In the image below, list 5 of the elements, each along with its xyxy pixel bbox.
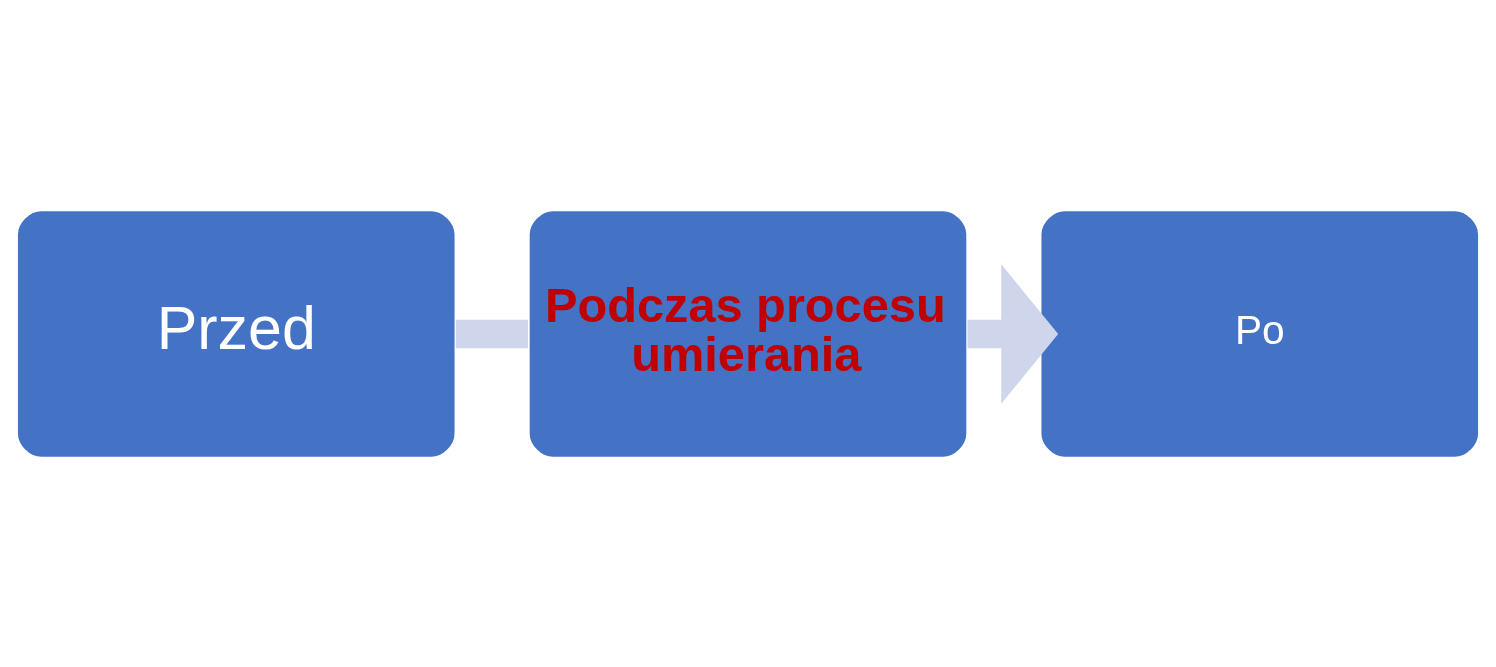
arrow [967,263,1059,404]
node-box: Po [1039,208,1481,459]
node-box: Przed [15,208,457,459]
node-box: Podczas procesu umierania [527,208,969,459]
connector [455,319,529,348]
